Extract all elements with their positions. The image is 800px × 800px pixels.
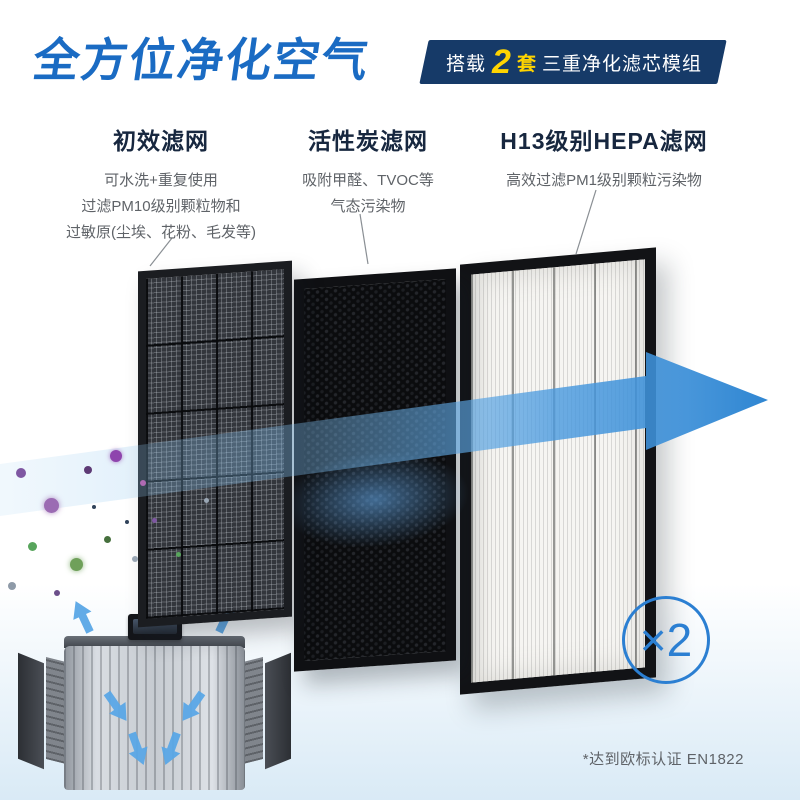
intake-arrow-icon <box>161 731 181 765</box>
particle <box>44 498 59 513</box>
particle <box>70 558 83 571</box>
particle <box>110 450 122 462</box>
particle <box>16 468 26 478</box>
particle <box>92 505 96 509</box>
air-purifier-illustration <box>12 588 297 796</box>
column-carbon-filter: 活性炭滤网 吸附甲醛、TVOC等 气态污染物 <box>266 122 470 220</box>
particle <box>132 556 138 562</box>
intake-arrow-icon <box>73 601 94 634</box>
intake-arrow-icon <box>103 690 127 721</box>
primary-filter-line: 过滤PM10级别颗粒物和 <box>81 198 241 215</box>
carbon-filter-line: 气态污染物 <box>330 198 406 215</box>
particle <box>125 520 129 524</box>
column-primary-filter: 初效滤网 可水洗+重复使用 过滤PM10级别颗粒物和 过敏原(尘埃、花粉、毛发等… <box>46 122 276 246</box>
particle <box>104 536 111 543</box>
particle <box>54 590 60 596</box>
particle <box>176 552 181 557</box>
device-airflow-arrows <box>73 601 236 765</box>
column-hepa-filter: H13级别HEPA滤网 高效过滤PM1级别颗粒污染物 <box>470 122 738 194</box>
device-display <box>127 614 182 640</box>
particle <box>84 466 92 474</box>
carbon-filter-line: 吸附甲醛、TVOC等 <box>302 172 434 189</box>
hepa-pleats-texture <box>471 259 645 683</box>
badge-number: 2 <box>492 43 511 81</box>
mesh-filter-panel <box>138 260 292 628</box>
hepa-filter-title: H13级别HEPA滤网 <box>500 128 708 154</box>
primary-filter-line: 可水洗+重复使用 <box>104 172 218 189</box>
particle <box>28 542 37 551</box>
particle <box>152 518 157 523</box>
feature-badge-content: 搭载 2 套 三重净化滤芯模组 <box>446 43 702 81</box>
mesh-grid-texture <box>146 269 284 619</box>
device-body <box>64 646 245 790</box>
footnote: *达到欧标认证 EN1822 <box>582 751 744 768</box>
carbon-filter-title: 活性炭滤网 <box>308 128 428 154</box>
intake-arrow-icon <box>128 731 148 765</box>
device-top-vent <box>64 636 245 648</box>
badge-prefix: 搭载 <box>446 53 487 75</box>
carbon-filter-panel <box>280 268 470 672</box>
device-screen <box>132 619 177 634</box>
primary-filter-line: 过敏原(尘埃、花粉、毛发等) <box>66 224 256 241</box>
page-title: 全方位净化空气 <box>29 34 374 86</box>
badge-unit: 套 <box>516 53 536 75</box>
particle <box>8 582 16 590</box>
primary-filter-title: 初效滤网 <box>113 128 209 154</box>
multiplier-badge: ×2 <box>622 596 710 684</box>
hepa-filter-line: 高效过滤PM1级别颗粒污染物 <box>506 172 702 189</box>
particle <box>140 480 146 486</box>
feature-badge: 搭载 2 套 三重净化滤芯模组 <box>419 40 727 84</box>
intake-arrow-icon <box>182 690 206 721</box>
airflow-glow <box>280 444 470 555</box>
leader-line <box>575 189 597 255</box>
leader-line <box>359 213 369 265</box>
badge-suffix: 三重净化滤芯模组 <box>541 53 702 75</box>
particle <box>204 498 209 503</box>
